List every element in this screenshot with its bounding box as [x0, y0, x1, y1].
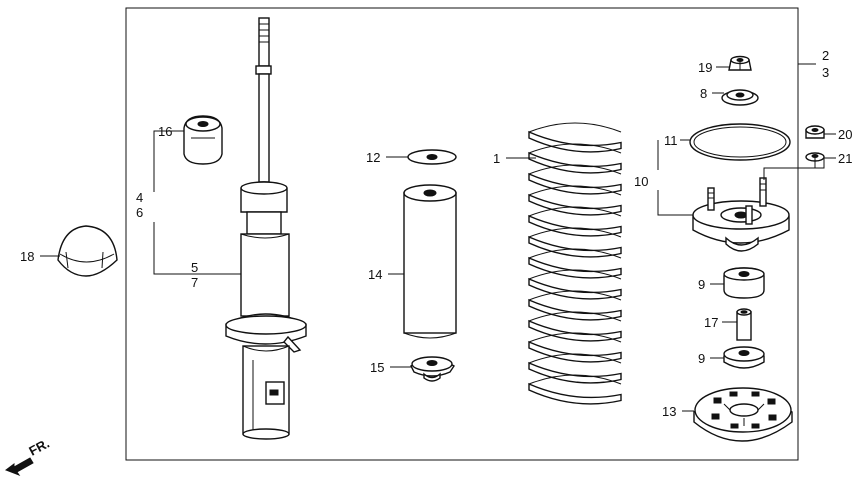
callout-17: 17 — [704, 315, 718, 330]
spring-coil-front — [528, 256, 622, 279]
callout-13: 13 — [662, 404, 676, 419]
callout-labels: 1 2 3 4 6 5 7 8 9 9 10 11 12 13 14 15 16… — [20, 48, 852, 419]
collar — [736, 308, 752, 341]
callout-5: 5 — [191, 260, 198, 275]
spring-seat-plate — [693, 387, 793, 442]
spring-coil-back — [528, 269, 622, 280]
callout-16: 16 — [158, 124, 172, 139]
shock-absorber — [225, 17, 307, 440]
washer-12 — [407, 149, 457, 165]
callout-4: 4 — [136, 190, 143, 205]
spring-coil-back — [528, 185, 622, 196]
bump-stop — [183, 115, 223, 165]
front-direction-arrow — [4, 457, 34, 477]
spring-coil-back — [528, 248, 622, 259]
nut-19 — [728, 55, 752, 71]
coil-spring — [528, 122, 622, 405]
spring-coil-front — [528, 361, 622, 384]
dust-boot — [403, 184, 457, 339]
bushing-lower — [723, 346, 765, 369]
spring-coil-front — [528, 298, 622, 321]
spring-coil-front — [528, 277, 622, 300]
leader-lines — [40, 63, 836, 412]
strut-mount-base — [692, 177, 790, 252]
callout-10: 10 — [634, 174, 648, 189]
callout-15: 15 — [370, 360, 384, 375]
spring-coil-back — [528, 374, 622, 385]
spring-coil-front — [528, 235, 622, 258]
callout-8: 8 — [700, 86, 707, 101]
spring-coil-back — [528, 332, 622, 343]
spring-coil-front — [528, 193, 622, 216]
spring-coil-front — [528, 340, 622, 363]
dust-cover-cap — [57, 225, 118, 277]
front-direction-label: FR. — [26, 436, 52, 459]
spring-coil-back — [528, 122, 622, 133]
callout-12: 12 — [366, 150, 380, 165]
spring-coil-front — [528, 214, 622, 237]
spring-coil-front — [528, 151, 622, 174]
spring-coil-back — [528, 353, 622, 364]
callout-11: 11 — [664, 133, 678, 148]
spring-coil-front — [528, 319, 622, 342]
callout-3: 3 — [822, 65, 829, 80]
callout-20: 20 — [838, 127, 852, 142]
callout-19: 19 — [698, 60, 712, 75]
nut-20 — [805, 125, 825, 139]
bump-stop-plate — [410, 356, 455, 382]
spring-coil-back — [528, 311, 622, 322]
callout-9-upper: 9 — [698, 277, 705, 292]
callout-7: 7 — [191, 275, 198, 290]
spring-coil-back — [528, 164, 622, 175]
callout-14: 14 — [368, 267, 382, 282]
spring-coil-front — [528, 382, 622, 405]
callout-2: 2 — [822, 48, 829, 63]
spring-coil-front — [528, 130, 622, 153]
o-ring — [689, 123, 791, 161]
spring-coil-back — [528, 227, 622, 238]
diagram-frame — [125, 7, 799, 461]
spring-coil-back — [528, 143, 622, 154]
spring-coil-back — [528, 290, 622, 301]
spring-coil-front — [528, 172, 622, 195]
callout-6: 6 — [136, 205, 143, 220]
callout-1: 1 — [493, 151, 500, 166]
callout-9-lower: 9 — [698, 351, 705, 366]
callout-18: 18 — [20, 249, 34, 264]
callout-21: 21 — [838, 151, 852, 166]
bushing-upper — [723, 267, 765, 299]
spring-coil-back — [528, 206, 622, 217]
washer-8 — [721, 89, 759, 106]
